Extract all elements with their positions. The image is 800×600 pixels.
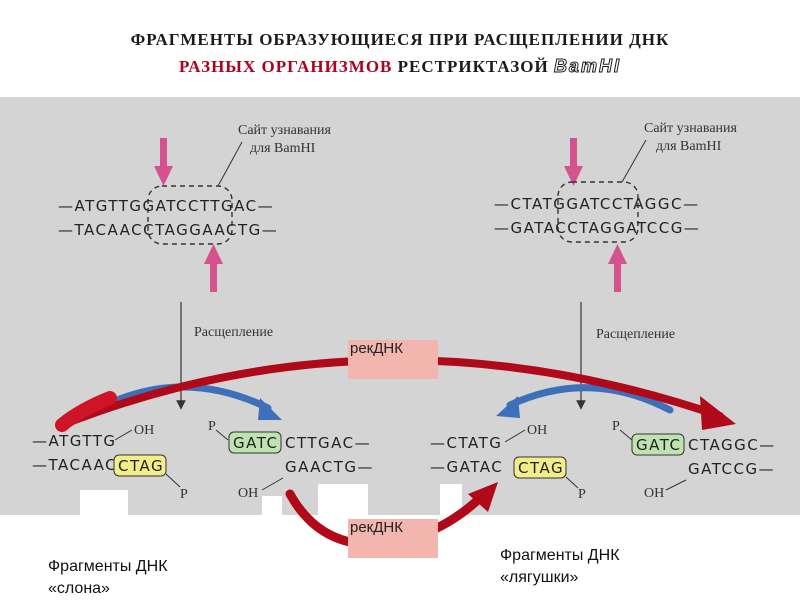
caption-frog-line1: Фрагменты ДНК	[500, 547, 620, 564]
site-label-left-line2: для BamHI	[250, 141, 316, 156]
right-frag1-p: P	[578, 487, 586, 502]
red-arc-top-head	[700, 396, 736, 430]
right-dna-top-strand: —CTATGGATCCTAGGC—	[494, 195, 700, 213]
cleavage-label-right: Расщепление	[596, 327, 675, 342]
mask-box-1	[80, 490, 128, 516]
left-frag1-sticky: CTAG	[118, 457, 164, 475]
site-label-right-line1: Сайт узнавания	[644, 121, 738, 136]
left-frag1-p: P	[180, 487, 188, 502]
right-frag1-sticky: CTAG	[518, 459, 564, 477]
right-frag1-oh: OH	[527, 423, 547, 438]
left-dna-bottom-strand: —TACAACCTAGGAACTG—	[58, 221, 278, 239]
cleave-arrow-top-right	[564, 138, 583, 186]
title-restrictase: РЕСТРИКТАЗОЙ	[397, 57, 549, 76]
right-dna-bottom-strand: —GATACCTAGGATCCG—	[494, 219, 700, 237]
left-dna-top-strand: —ATGTTGGATCCTTGAC—	[58, 197, 274, 215]
site-pointer-right	[621, 139, 647, 183]
left-frag1-oh: OH	[134, 423, 154, 438]
right-frag2-oh: OH	[644, 486, 664, 501]
site-label-left-line1: Сайт узнавания	[238, 123, 332, 138]
mask-box-3	[318, 484, 368, 516]
mask-box-4	[440, 484, 462, 516]
caption-elephant-line1: Фрагменты ДНК	[48, 558, 168, 575]
cleave-arrow-top-left	[154, 138, 173, 186]
caption-elephant: Фрагменты ДНК «слона»	[48, 556, 168, 600]
right-frag2-sticky-box	[631, 433, 685, 456]
left-dna-group: —ATGTTGGATCCTTGAC— —TACAACCTAGGAACTG— Са…	[32, 123, 374, 502]
left-frag1-top: —ATGTTG	[32, 432, 117, 450]
cleave-arrow-bottom-left	[204, 244, 223, 292]
caption-frog: Фрагменты ДНК «лягушки»	[500, 545, 620, 589]
mask-box-2	[262, 496, 282, 516]
right-frag2-bottom: GATCCG—	[688, 460, 775, 478]
rek-dna-label-bottom: рекДНК	[348, 519, 438, 558]
blue-arrow-right	[506, 384, 674, 414]
recognition-site-box-right	[557, 181, 639, 243]
caption-frog-line2: «лягушки»	[500, 569, 579, 586]
title-organisms: РАЗНЫХ ОРГАНИЗМОВ	[179, 57, 393, 76]
left-frag1-bottom: —TACAAC	[32, 456, 117, 474]
title-line-1: ФРАГМЕНТЫ ОБРАЗУЮЩИЕСЯ ПРИ РАСЩЕПЛЕНИИ Д…	[130, 30, 670, 49]
caption-elephant-line2: «слона»	[48, 580, 110, 597]
right-frag2-p: P	[612, 419, 620, 434]
left-frag1-sticky-box	[113, 454, 167, 477]
right-frag2-sticky: GATC	[636, 436, 681, 454]
left-frag2-top: CTTGAC—	[285, 434, 371, 452]
left-frag2-sticky-box	[228, 431, 282, 454]
right-frag1-sticky-box	[513, 456, 567, 479]
left-frag2-p: P	[208, 419, 216, 434]
site-pointer-left	[217, 141, 243, 187]
left-frag2-sticky: GATC	[233, 434, 278, 452]
left-frag2-oh: OH	[238, 486, 258, 501]
right-frag1-bottom: —GATAC	[430, 458, 503, 476]
cleave-arrow-bottom-right	[608, 244, 627, 292]
rek-dna-label-top: рекДНК	[348, 340, 438, 379]
red-arc-bottom-head	[468, 482, 498, 512]
left-frag2-bottom: GAACTG—	[285, 458, 374, 476]
recognition-site-box-left	[147, 185, 233, 245]
right-dna-group: —CTATGGATCCTAGGC— —GATACCTAGGATCCG— Сайт…	[430, 121, 776, 502]
title-enzyme: BamHI	[553, 56, 621, 77]
site-label-right-line2: для BamHI	[656, 139, 722, 154]
right-frag2-top: CTAGGC—	[688, 436, 776, 454]
cleavage-label-left: Расщепление	[194, 325, 273, 340]
right-frag1-top: —CTATG	[430, 434, 502, 452]
title-line-2: РАЗНЫХ ОРГАНИЗМОВ РЕСТРИКТАЗОЙ BamHI	[0, 56, 800, 77]
